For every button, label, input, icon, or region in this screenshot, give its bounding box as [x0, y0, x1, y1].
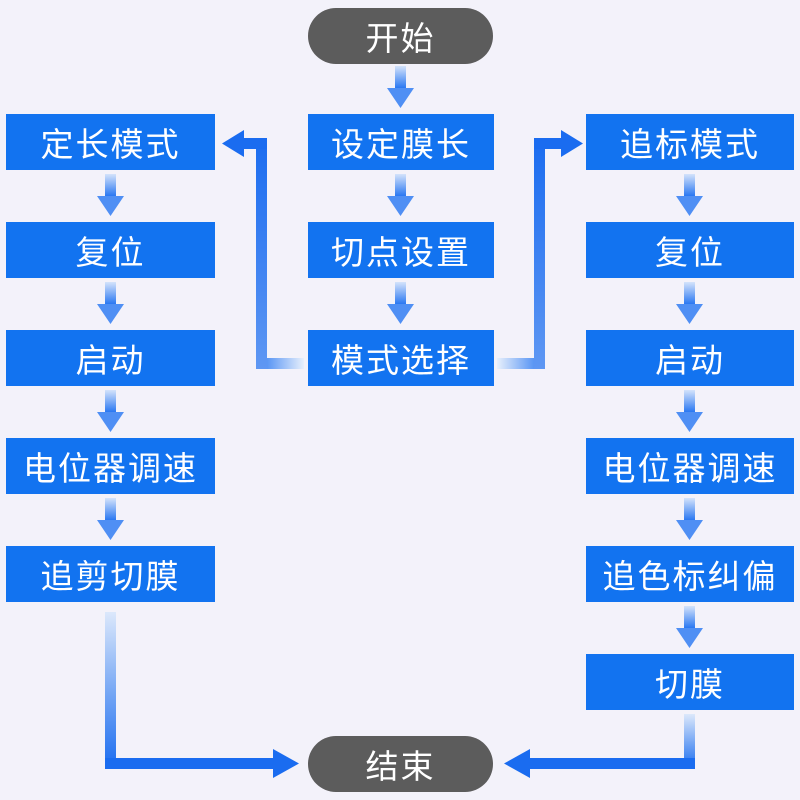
- connector-mode-select-to-mark-tracking: [497, 130, 583, 369]
- mark-tracking-step-cut: 切膜: [586, 654, 794, 710]
- mark-tracking-mode-title: 追标模式: [586, 114, 794, 170]
- mark-tracking-step-start: 启动: [586, 330, 794, 386]
- mark-tracking-step-speed: 电位器调速: [586, 438, 794, 494]
- fixed-length-step-speed: 电位器调速: [6, 438, 215, 494]
- arrow-right-1: [676, 174, 703, 216]
- fixed-length-step-cut: 追剪切膜: [6, 546, 215, 602]
- arrow-left-4: [97, 498, 124, 540]
- step-set-film-length: 设定膜长: [308, 114, 494, 170]
- arrow-right-5: [676, 606, 703, 648]
- start-terminal: 开始: [308, 8, 493, 64]
- end-terminal: 结束: [308, 736, 493, 792]
- arrow-left-2: [97, 282, 124, 324]
- connector-left-to-end: [105, 612, 299, 778]
- step-cut-point-setting: 切点设置: [308, 222, 494, 278]
- arrow-left-1: [97, 174, 124, 216]
- mark-tracking-step-correction: 追色标纠偏: [586, 546, 794, 602]
- connector-right-to-end: [504, 714, 695, 778]
- arrow-left-3: [97, 390, 124, 432]
- mark-tracking-step-reset: 复位: [586, 222, 794, 278]
- arrow-cut-point-to-mode-select: [387, 282, 414, 324]
- fixed-length-step-reset: 复位: [6, 222, 215, 278]
- fixed-length-mode-title: 定长模式: [6, 114, 215, 170]
- arrow-right-3: [676, 390, 703, 432]
- connector-mode-select-to-fixed-length: [222, 130, 304, 369]
- arrow-start-to-set-length: [387, 66, 414, 108]
- arrow-right-4: [676, 498, 703, 540]
- step-mode-select: 模式选择: [308, 330, 494, 386]
- fixed-length-step-start: 启动: [6, 330, 215, 386]
- arrow-set-length-to-cut-point: [387, 174, 414, 216]
- arrow-right-2: [676, 282, 703, 324]
